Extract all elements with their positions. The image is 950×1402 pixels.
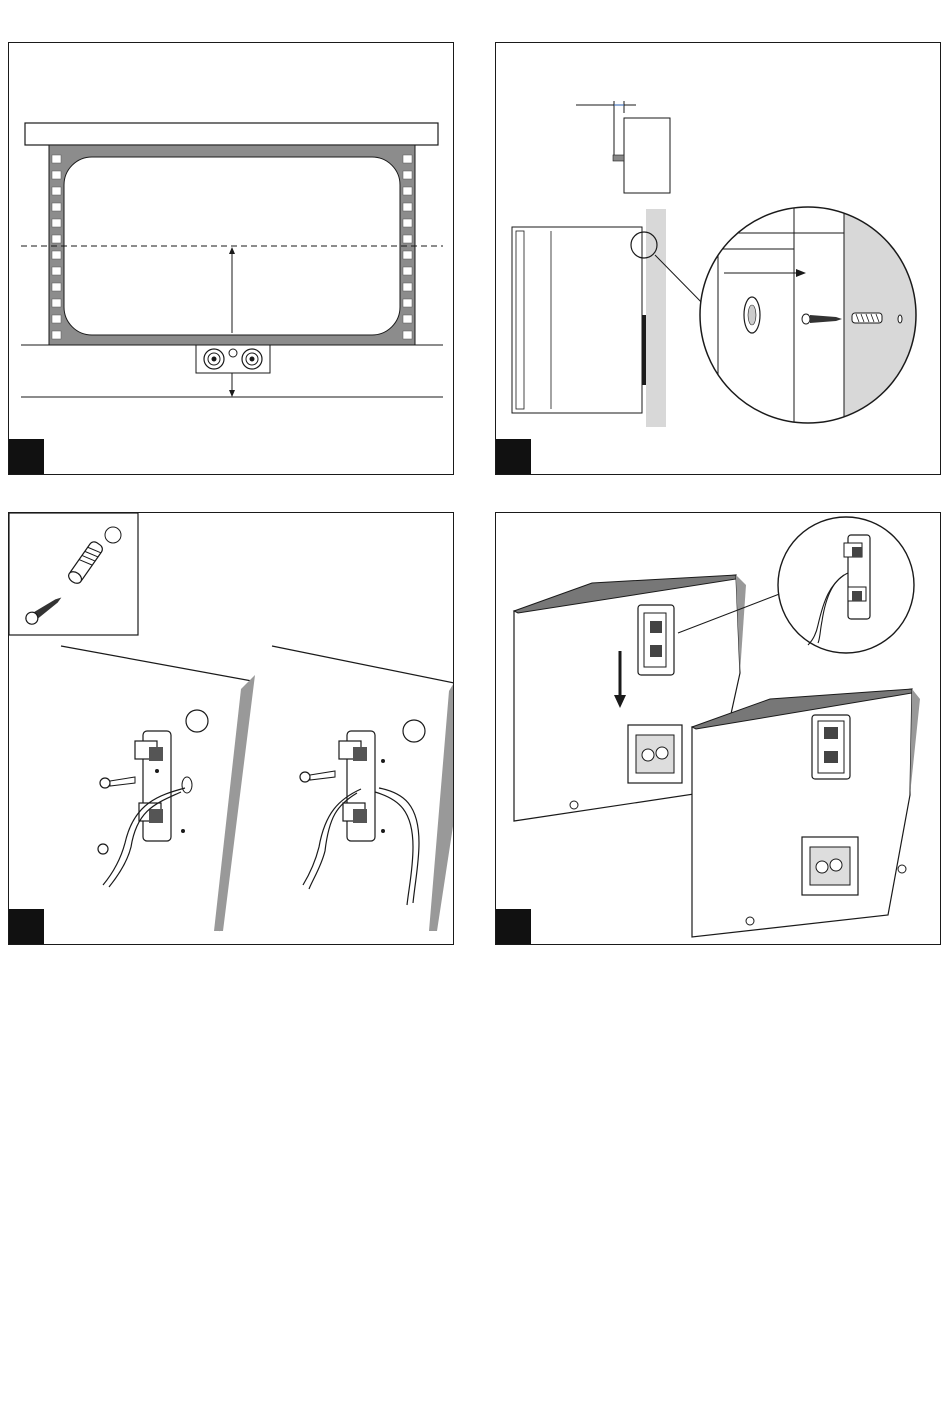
hang-speaker-diagram <box>496 513 941 945</box>
panel-hang-speaker <box>495 512 941 945</box>
step-badge <box>496 909 531 944</box>
panel-wall-screw <box>495 42 941 475</box>
panel-bracket-wiring <box>8 512 454 945</box>
spacing-detail-icon <box>576 101 670 193</box>
zoom-circle-icon <box>778 517 914 653</box>
step-badge <box>496 439 531 474</box>
shelf-icon <box>25 123 438 145</box>
step-badge <box>9 439 44 474</box>
center-speaker-icon <box>196 345 270 373</box>
panel-screen-placement <box>8 42 454 475</box>
bracket-wiring-diagram <box>9 513 454 945</box>
wall-screw-diagram <box>496 43 941 475</box>
bracket-icon <box>135 731 192 841</box>
speaker-box-front-icon <box>692 689 920 937</box>
screw-icon <box>98 777 135 854</box>
step-badge <box>9 909 44 944</box>
tv-screen-diagram <box>9 43 454 475</box>
zoom-circle-icon <box>696 203 926 433</box>
speaker-side-icon <box>512 227 646 413</box>
